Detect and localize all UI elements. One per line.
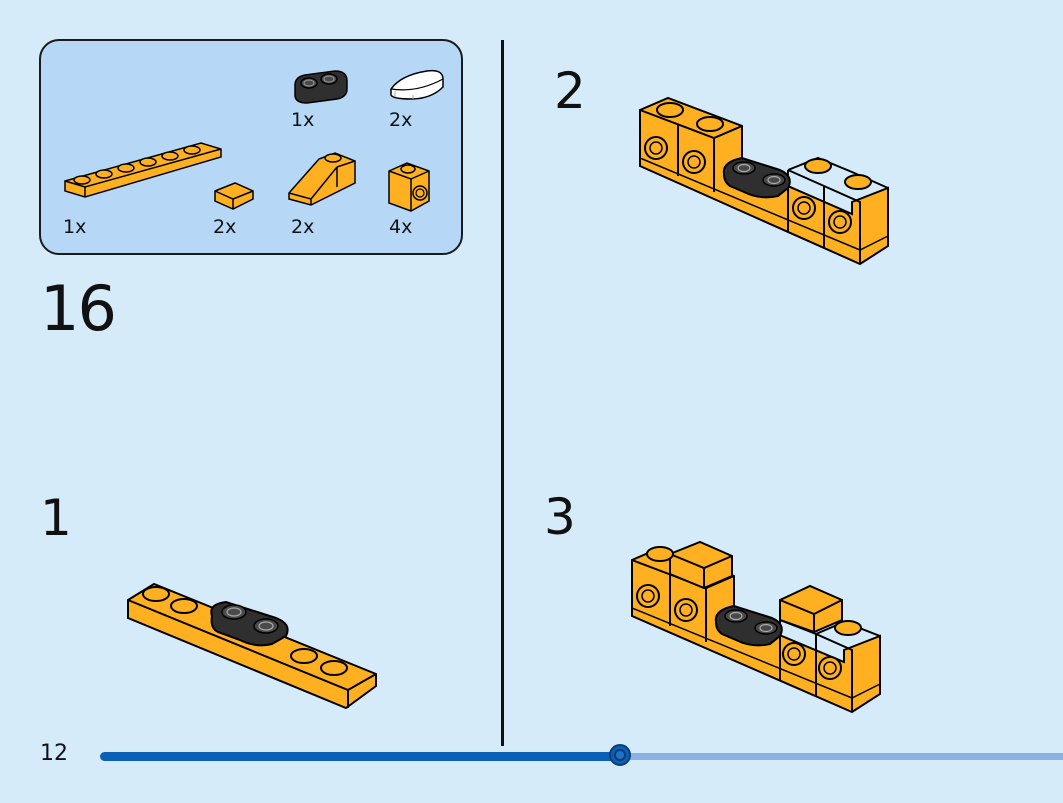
- orange-slope-icon: [288, 152, 356, 206]
- part-qty: 2x: [291, 216, 315, 238]
- orange-brick-side-stud-icon: [388, 162, 430, 212]
- set-step-number: 16: [40, 272, 117, 345]
- white-round-tile-icon: [390, 69, 444, 100]
- step-2-build-illustration: [639, 96, 889, 266]
- step-number: 1: [40, 489, 72, 547]
- page-number: 12: [40, 741, 68, 766]
- part-qty: 4x: [389, 216, 413, 238]
- step-1-build-illustration: [127, 582, 377, 710]
- progress-remaining: [616, 753, 1063, 760]
- progress-marker-icon: [609, 744, 631, 766]
- part-qty: 1x: [291, 109, 315, 131]
- orange-tile-1x1-icon: [214, 182, 254, 210]
- step-3-build-illustration: [631, 540, 881, 714]
- progress-completed: [100, 752, 620, 761]
- part-qty: 2x: [389, 109, 413, 131]
- black-jumper-plate-icon: [294, 70, 348, 104]
- parts-callout: 1x 2x 1x 2x 2x 4x: [39, 39, 463, 255]
- column-divider: [501, 40, 504, 746]
- step-number: 2: [554, 62, 586, 120]
- progress-bar: [100, 744, 1063, 766]
- orange-plate-1x6-icon: [64, 142, 222, 198]
- part-qty: 2x: [213, 216, 237, 238]
- step-number: 3: [544, 488, 576, 546]
- part-qty: 1x: [63, 216, 87, 238]
